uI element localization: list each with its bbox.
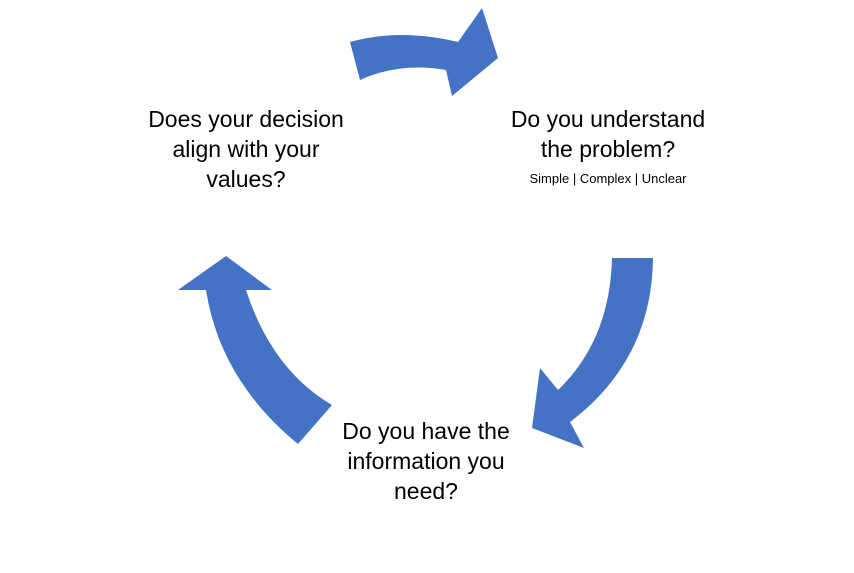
node-values-line: Does your decision — [148, 106, 344, 132]
arrow-information-to-values-icon — [178, 256, 332, 444]
node-information-line: Do you have the — [342, 418, 510, 444]
problem-type-options: Simple | Complex | Unclear — [529, 171, 687, 186]
node-information-question: Do you have the information you need? — [322, 416, 530, 506]
node-information-line: information you — [347, 448, 505, 474]
node-information-line: need? — [394, 478, 458, 504]
node-problem-question: Do you understand the problem? Simple | … — [490, 104, 726, 188]
node-problem-line: Do you understand — [510, 106, 706, 132]
arrow-problem-to-information-icon — [532, 258, 653, 448]
node-problem-line: the problem? — [540, 136, 676, 162]
arrow-values-to-problem-icon — [350, 8, 498, 96]
node-values-line: values? — [206, 166, 286, 192]
node-values-line: align with your — [172, 136, 320, 162]
node-values-question: Does your decision align with your value… — [130, 104, 362, 194]
